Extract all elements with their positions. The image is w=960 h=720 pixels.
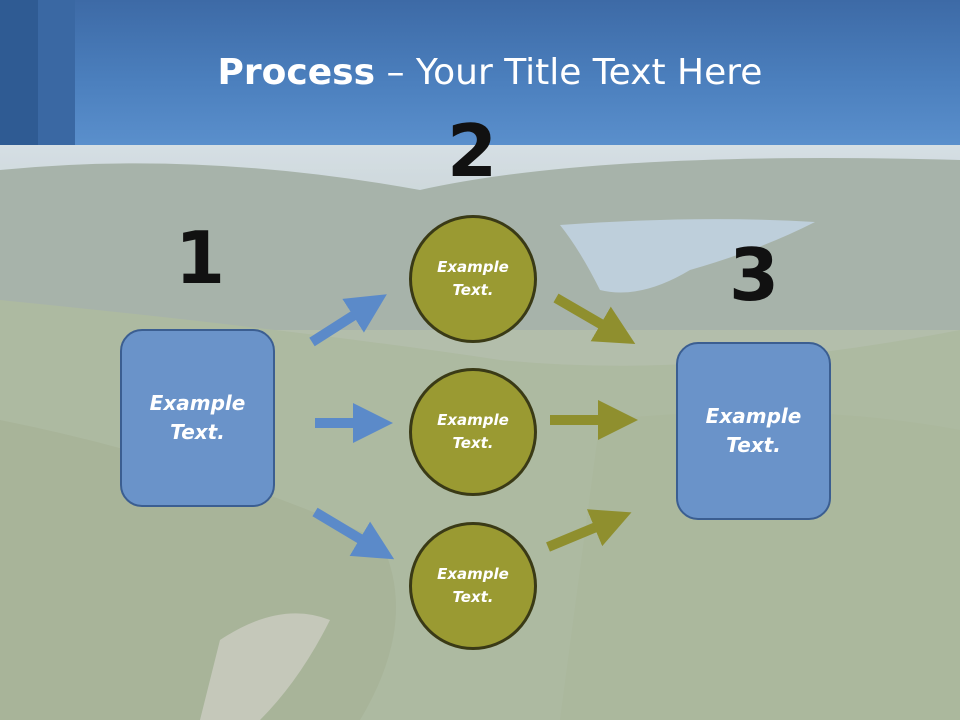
title-rest: – Your Title Text Here bbox=[375, 52, 763, 93]
step3-text-line2: Text. bbox=[726, 433, 781, 457]
step-number-1: 1 bbox=[174, 216, 226, 300]
step2-circle-top: Example Text. bbox=[409, 215, 537, 343]
banner-stripe bbox=[0, 0, 38, 145]
circle-text-line1: Example bbox=[437, 258, 509, 276]
banner-stripe bbox=[38, 0, 75, 145]
slide-title: Process – Your Title Text Here bbox=[0, 52, 960, 93]
step2-circle-bottom: Example Text. bbox=[409, 522, 537, 650]
title-banner bbox=[0, 0, 960, 145]
step3-text-line1: Example bbox=[705, 404, 802, 428]
circle-text-line2: Text. bbox=[452, 588, 494, 606]
step1-text-line2: Text. bbox=[170, 420, 225, 444]
step-number-3: 3 bbox=[728, 233, 780, 317]
step2-circle-middle: Example Text. bbox=[409, 368, 537, 496]
step-number-2: 2 bbox=[446, 109, 498, 193]
circle-text-line2: Text. bbox=[452, 434, 494, 452]
step1-text-line1: Example bbox=[149, 391, 246, 415]
title-bold: Process bbox=[217, 52, 376, 93]
step1-box: Example Text. bbox=[120, 329, 275, 507]
step3-box: Example Text. bbox=[676, 342, 831, 520]
circle-text-line1: Example bbox=[437, 565, 509, 583]
circle-text-line2: Text. bbox=[452, 281, 494, 299]
circle-text-line1: Example bbox=[437, 411, 509, 429]
